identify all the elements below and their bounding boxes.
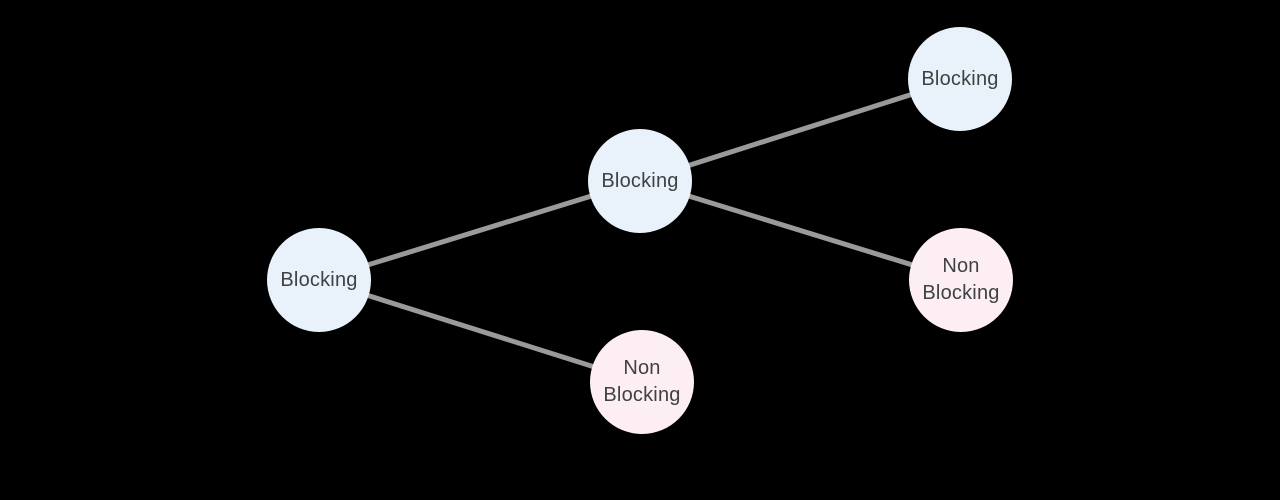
node-label: Blocking — [601, 169, 679, 192]
edge-blocking-left--non-blocking-bottom — [318, 277, 643, 385]
node-label: Blocking — [280, 268, 358, 291]
node-label: Blocking — [921, 67, 999, 90]
edge-blocking-center--non-blocking-right — [639, 178, 962, 283]
node-label: Non Blocking — [922, 255, 1000, 304]
node-non-blocking-right: Non Blocking — [909, 228, 1013, 332]
edge-blocking-center--blocking-top-right — [639, 76, 961, 184]
edge-blocking-left--blocking-center — [318, 178, 641, 283]
node-blocking-left: Blocking — [267, 228, 371, 332]
node-blocking-center: Blocking — [588, 129, 692, 233]
node-label: Non Blocking — [603, 357, 681, 406]
node-non-blocking-bottom: Non Blocking — [590, 330, 694, 434]
node-blocking-top-right: Blocking — [908, 27, 1012, 131]
